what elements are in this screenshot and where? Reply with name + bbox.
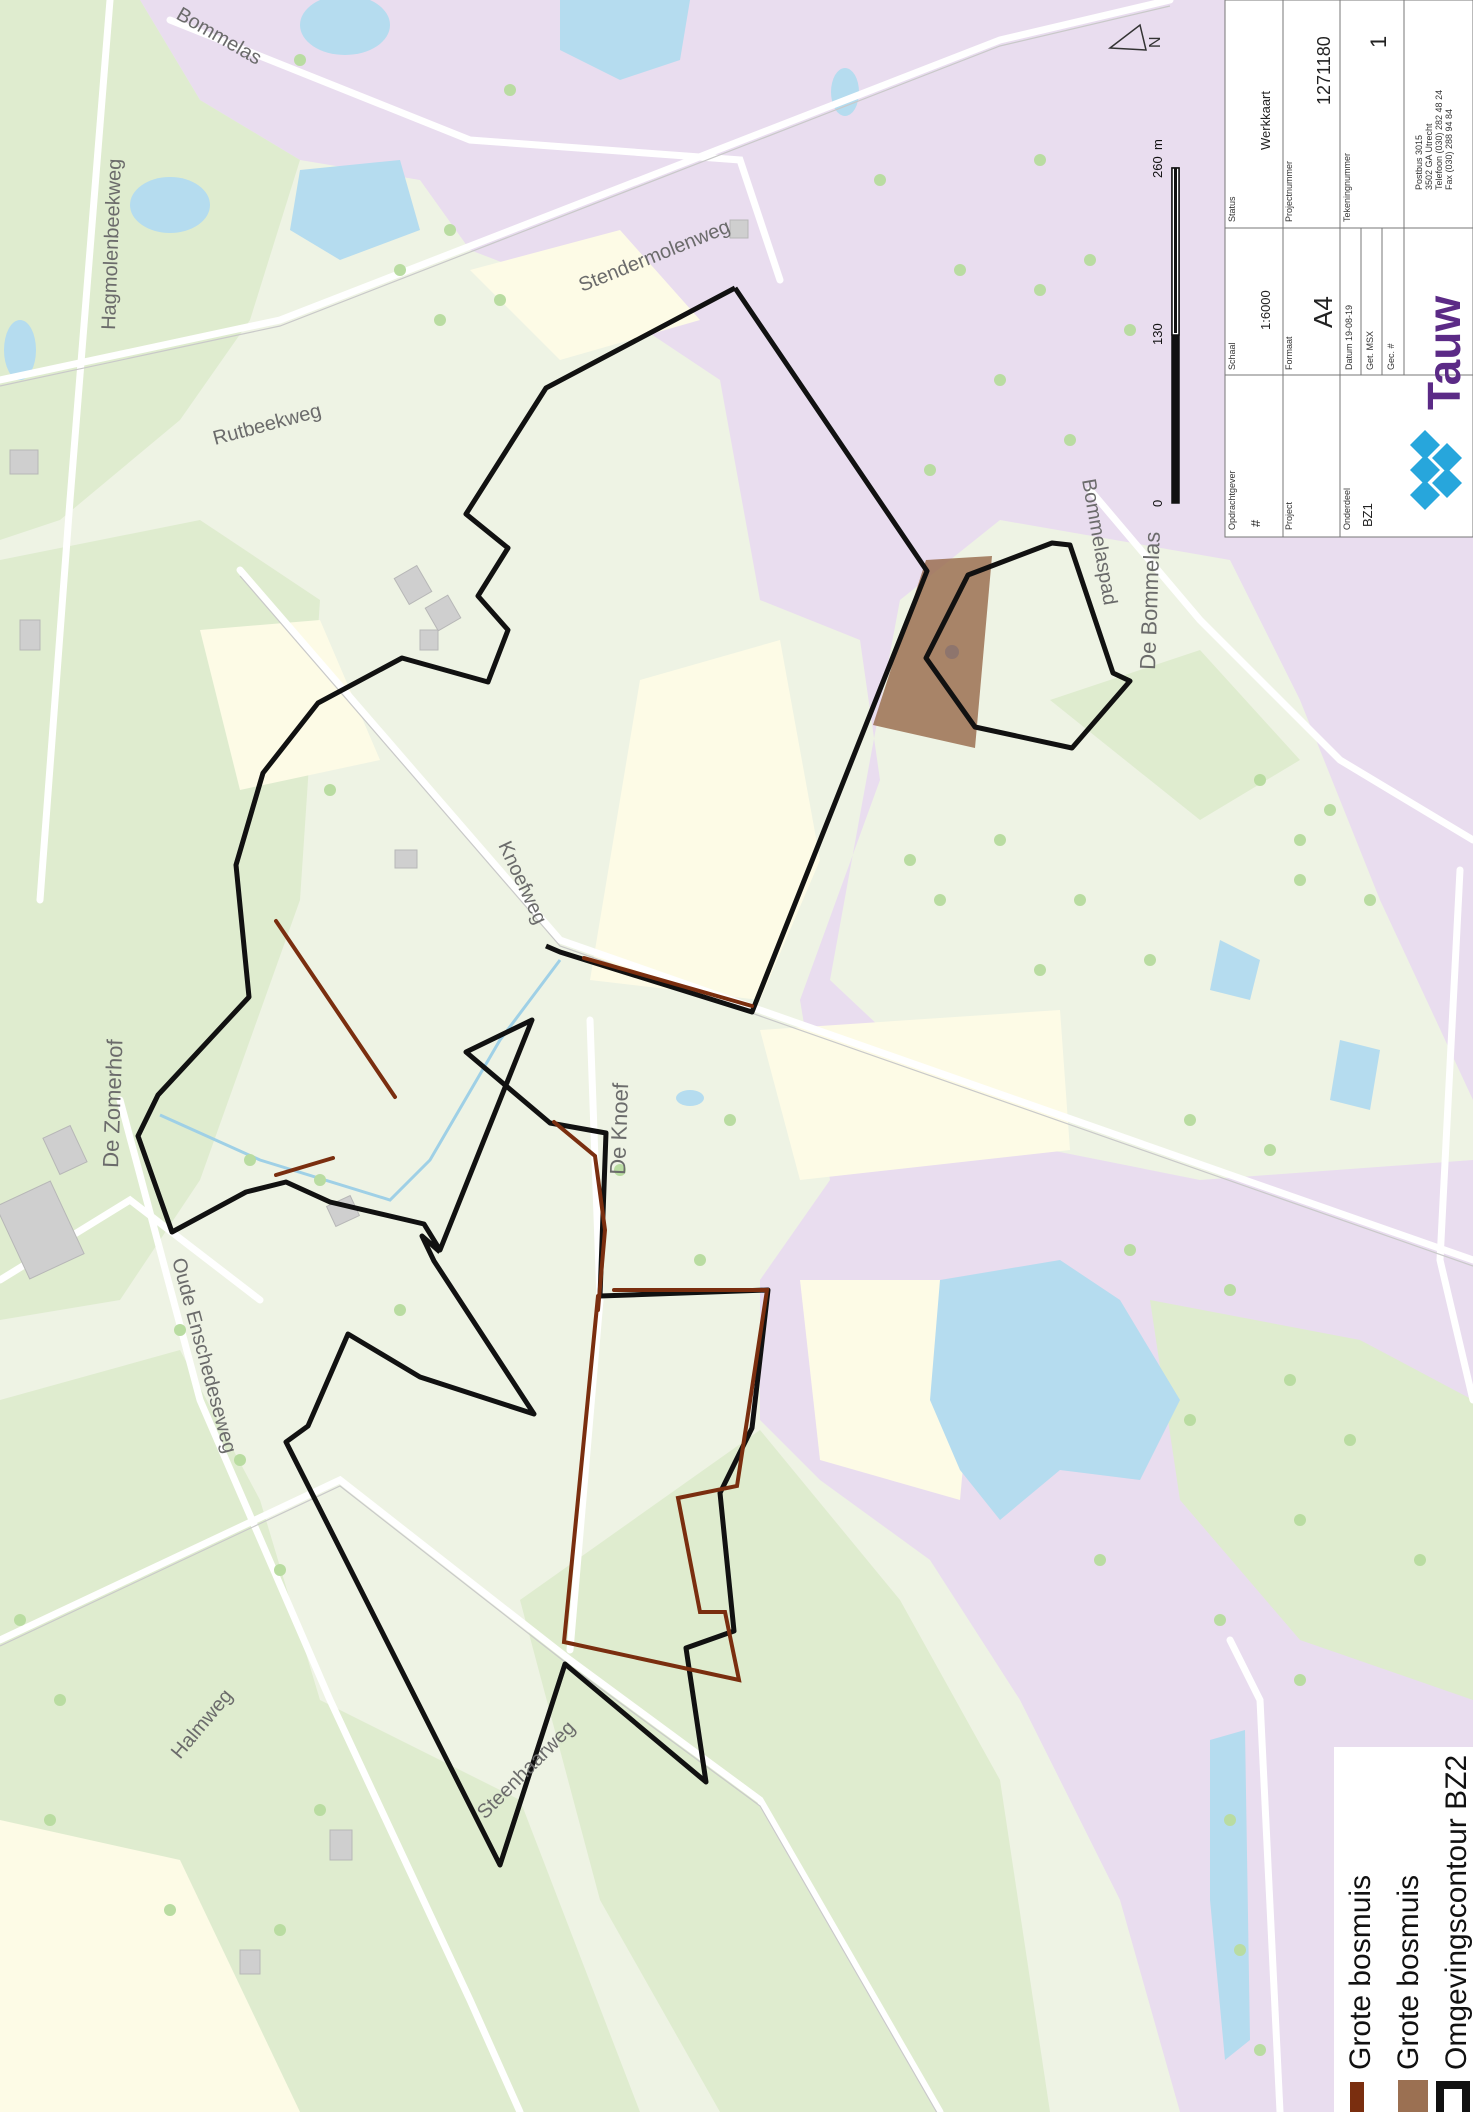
title-block: Opdrachtgever # Project Onderdeel BZ1 Sc… [1224,0,1473,538]
tb-get: Get. MSX [1365,331,1375,370]
legend-item-3-label: Omgevingscontour BZ2 [1440,1755,1473,2070]
buildings [0,219,749,1975]
agricultural-fields [0,230,1070,2112]
label-de-knoef: De Knoef [605,1082,633,1175]
tb-address-4: Fax (030) 288 94 84 [1444,109,1454,190]
tb-address-1: Postbus 3015 [1414,135,1424,190]
tb-get-value: MSX [1365,331,1375,351]
legend-outline-swatch [1436,2081,1470,2112]
tb-datum: Datum 19-08-19 [1344,305,1354,370]
tb-address-2: 3502 GA Utrecht [1424,123,1434,190]
scale-bar: 0 130 260 m [1150,139,1180,507]
tb-onderdeel-value: BZ1 [1360,503,1375,527]
label-de-bommelas: De Bommelas [1135,531,1165,670]
water-bodies [4,0,1380,2060]
tb-address-3: Telefoon (030) 282 48 24 [1434,90,1444,190]
tb-schaal-value: 1:6000 [1258,290,1273,330]
tb-projectnummer-value: 1271180 [1314,36,1334,105]
legend-area-swatch [1398,2080,1428,2112]
scale-tick-0: 0 [1150,500,1165,507]
tree-symbols [14,54,1426,2056]
tauw-wordmark: Tauw [1418,296,1470,410]
legend-item-2-label: Grote bosmuis [1392,1875,1425,2070]
tb-formaat-value: A4 [1308,296,1338,328]
tb-gec: Gec. # [1386,343,1396,370]
grote-bosmuis-lines [274,919,770,1683]
scale-tick-end: 260 [1150,156,1165,178]
tb-status-label: Status [1227,196,1237,222]
tb-get-label: Get. [1365,353,1375,370]
legend: Grote bosmuis Grote bosmuis Omgevingscon… [1334,1747,1473,2112]
label-de-zomerhof: De Zomerhof [98,1038,127,1168]
tb-tekeningnummer-label: Tekeningnummer [1342,153,1352,222]
tb-gec-label: Gec. [1386,351,1396,370]
tb-status-value: Werkkaart [1258,91,1273,150]
tb-gec-value: # [1386,343,1396,348]
stream [159,959,562,1202]
tb-projectnummer-label: Projectnummer [1284,161,1294,222]
north-arrow-icon [1107,23,1147,51]
grote-bosmuis-area [873,556,992,748]
tb-datum-value: 19-08-19 [1344,305,1354,341]
legend-item-1-label: Grote bosmuis [1344,1875,1377,2070]
north-arrow: N [1107,23,1164,51]
tauw-logo-icon [1410,430,1462,510]
tauw-logo: Tauw [1410,296,1470,510]
north-label: N [1147,36,1164,48]
tb-schaal-label: Schaal [1227,342,1237,370]
scale-tick-mid: 130 [1150,323,1165,345]
tb-opdrachtgever-value: # [1248,519,1263,527]
tb-project-label: Project [1284,501,1294,530]
grote-bosmuis-area-point [945,645,959,659]
legend-line-swatch [1350,2082,1364,2112]
scale-unit: m [1150,139,1165,150]
tb-datum-label: Datum [1344,343,1354,370]
tb-opdrachtgever-label: Opdrachtgever [1227,470,1237,530]
tb-onderdeel-label: Onderdeel [1342,488,1352,530]
omgevingscontour-bz2 [135,285,1133,1868]
tb-formaat-label: Formaat [1284,336,1294,370]
tb-tekeningnummer-value: 1 [1366,36,1391,48]
